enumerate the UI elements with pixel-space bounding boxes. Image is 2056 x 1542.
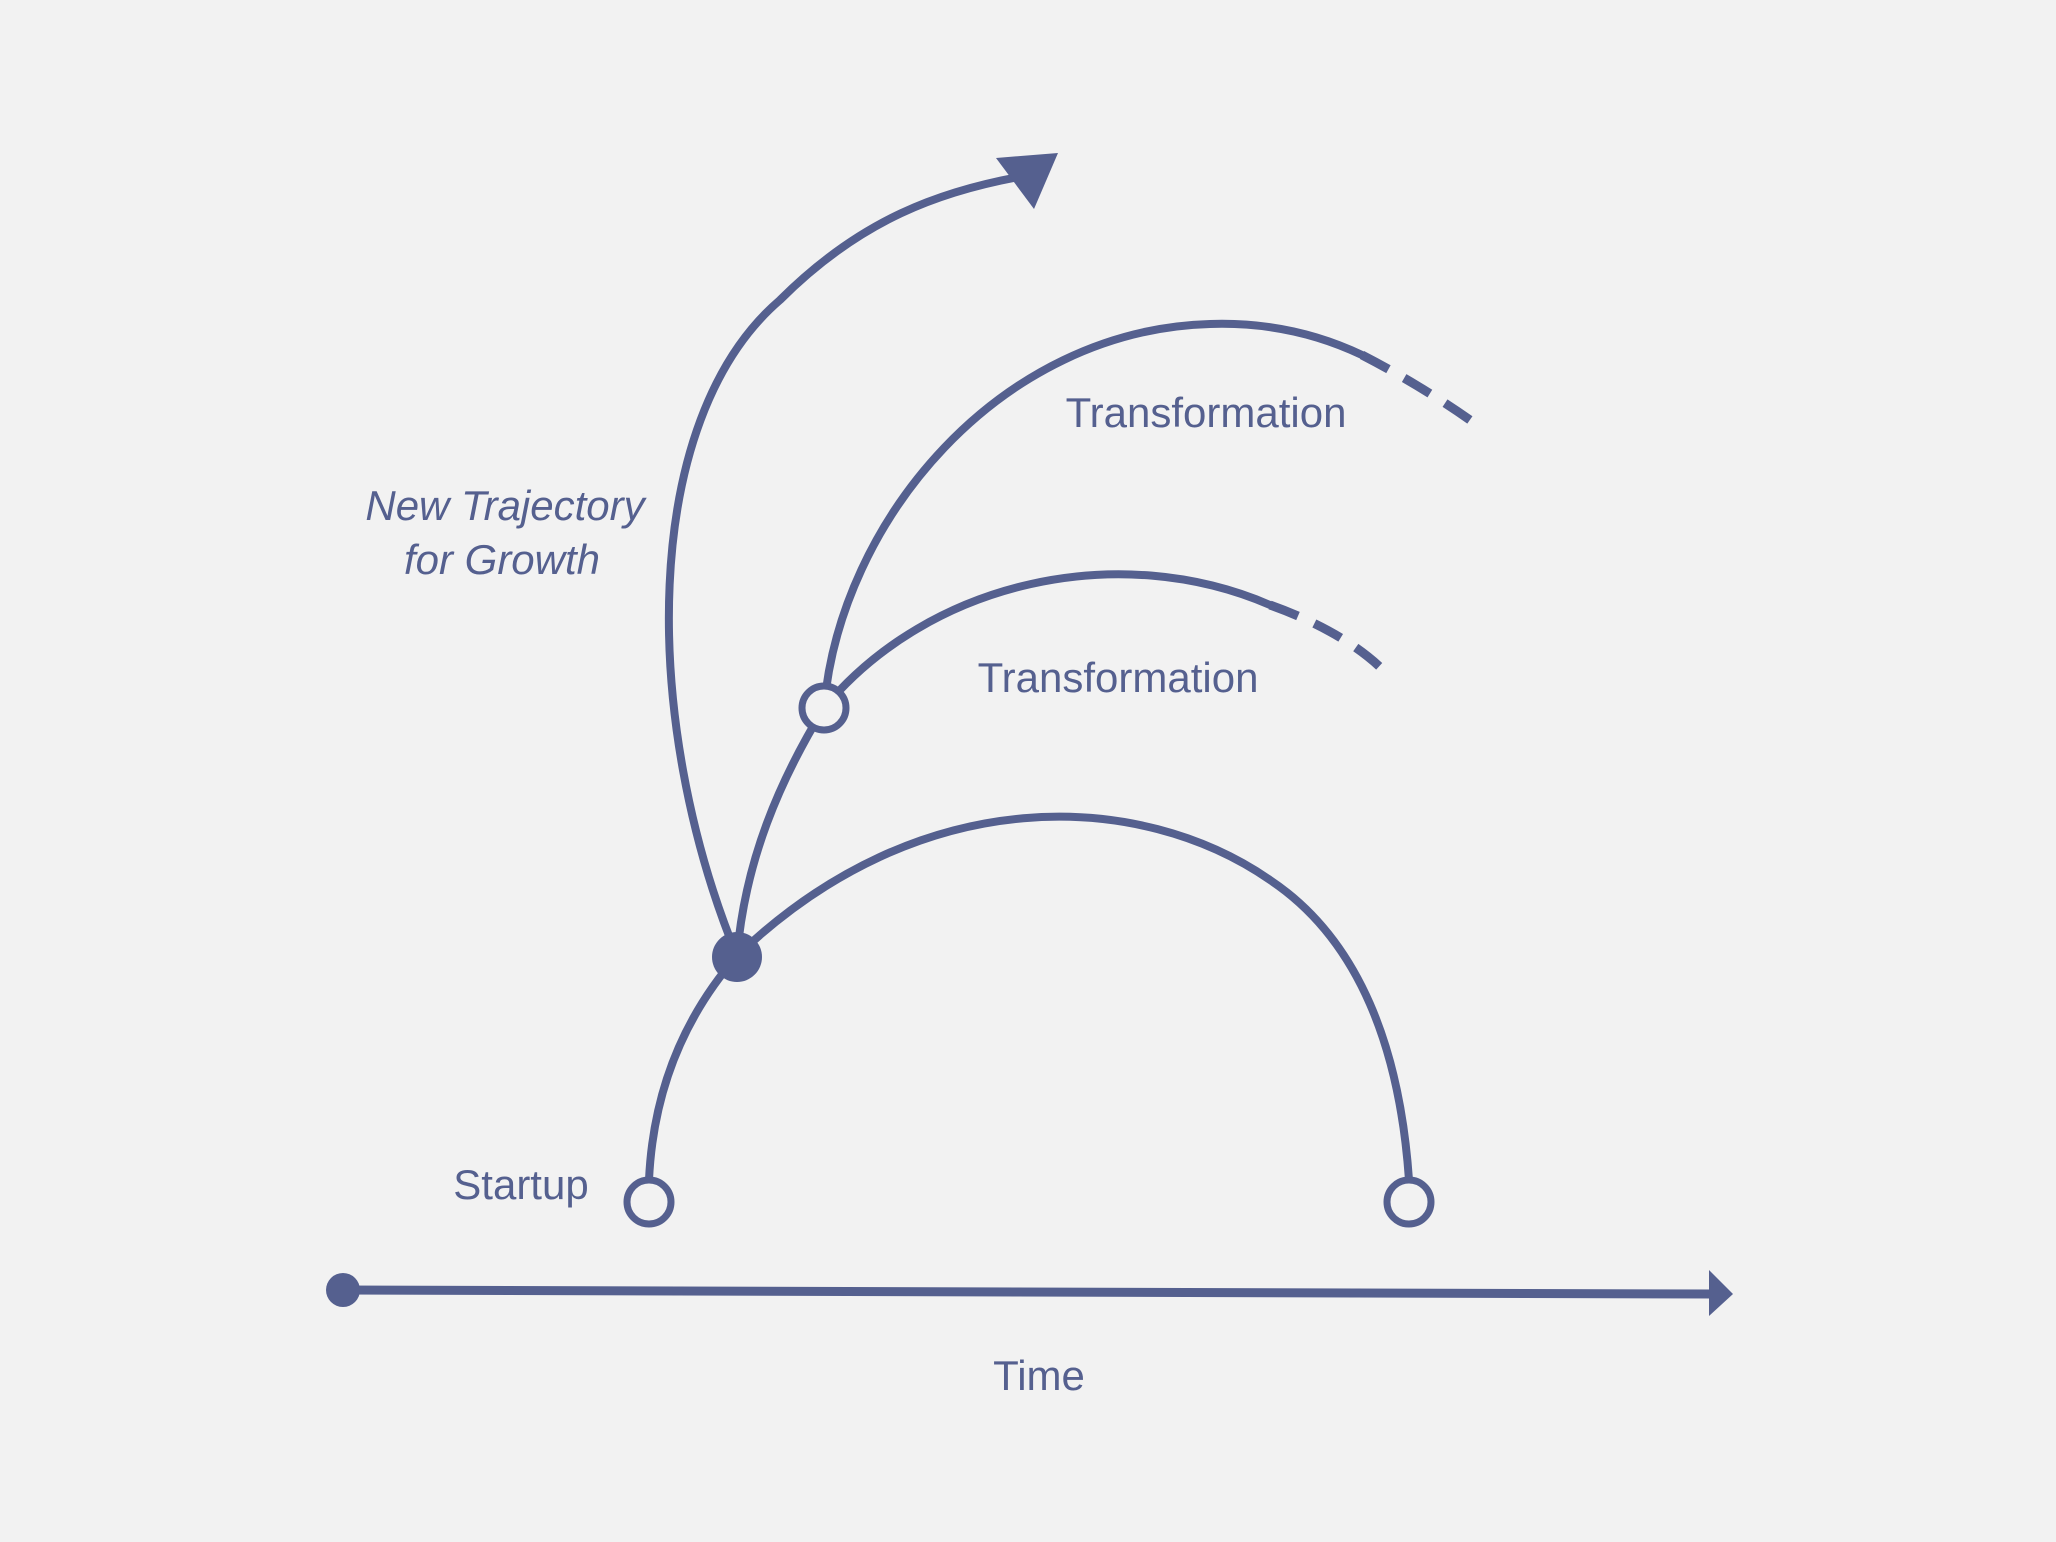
startup-node xyxy=(623,1176,675,1228)
time-axis-arrowhead xyxy=(1709,1270,1733,1316)
startup-curve xyxy=(645,812,1413,1184)
transformation-curve-lower-dashed xyxy=(1268,600,1384,671)
time-axis-label: Time xyxy=(993,1352,1085,1399)
time-axis-origin-dot xyxy=(326,1273,360,1307)
branch-node-filled xyxy=(712,932,762,982)
growth-label-line1: New Trajectory xyxy=(365,482,647,529)
time-axis xyxy=(326,1270,1733,1316)
transformation-label-upper: Transformation xyxy=(1066,389,1347,436)
end-node xyxy=(1383,1176,1435,1228)
time-axis-line xyxy=(342,1285,1716,1299)
growth-label-line2: for Growth xyxy=(404,536,600,583)
growth-trajectory-curve xyxy=(664,171,1034,960)
branch-node-open xyxy=(798,682,850,734)
transformation-label-lower: Transformation xyxy=(978,654,1259,701)
transformation-curve-lower xyxy=(733,570,1274,960)
transformation-curve-upper xyxy=(820,319,1366,712)
transformation-curve-upper-dashed xyxy=(1359,351,1473,424)
startup-label: Startup xyxy=(453,1161,588,1208)
growth-trajectory-arrowhead xyxy=(996,153,1058,209)
